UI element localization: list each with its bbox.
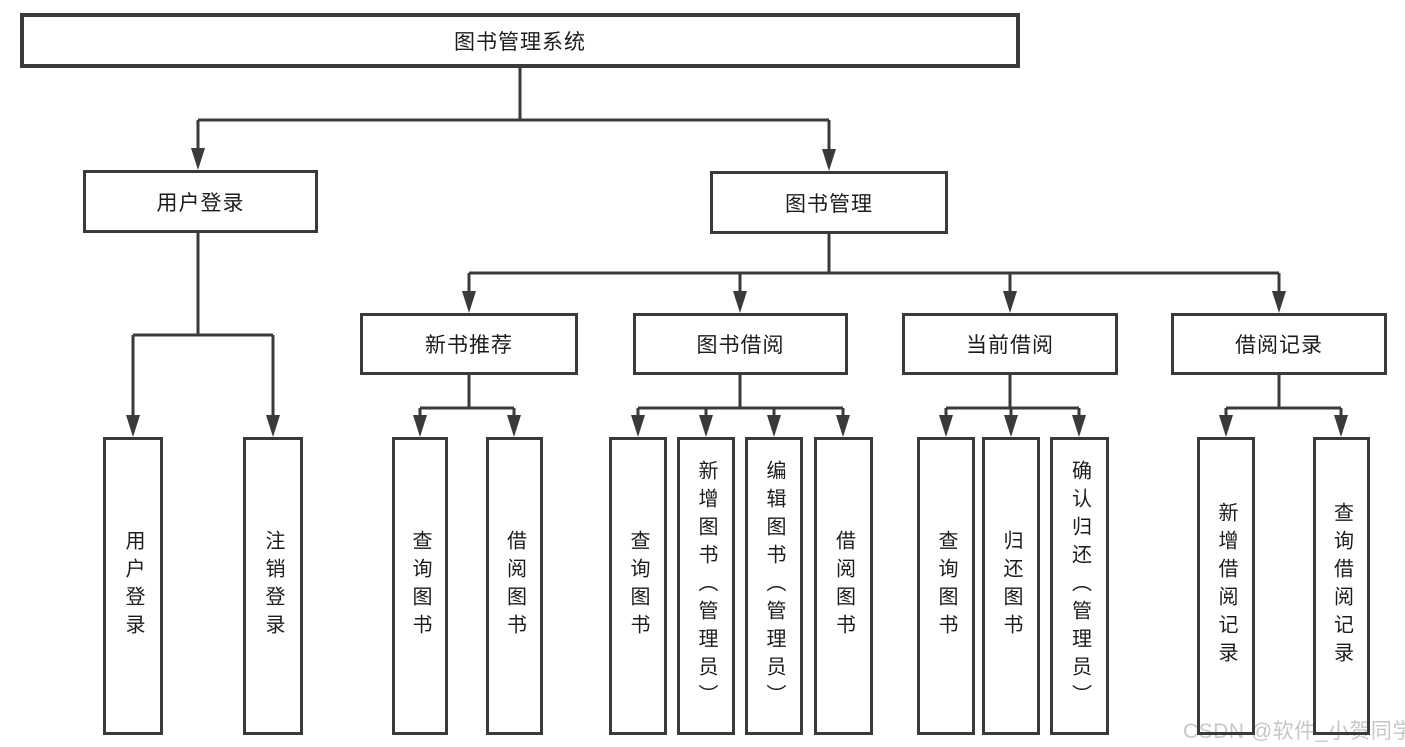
node-leaf-user-login: 用户登录 (103, 437, 163, 735)
arrowhead-down-icon (1003, 291, 1017, 313)
node-leaf-query-books-rec: 查询图书 (392, 437, 448, 735)
arrowhead-down-icon (266, 415, 280, 437)
node-leaf-edit-books-admin: 编辑图书（管理员） (745, 437, 803, 735)
leaf-label: 借阅图书 (832, 530, 855, 642)
node-leaf-query-borrow-record: 查询借阅记录 (1313, 437, 1370, 735)
arrowhead-down-icon (1004, 415, 1018, 437)
leaf-label: 用户登录 (122, 530, 144, 642)
node-book-management: 图书管理 (710, 171, 948, 234)
leaf-label: 注销登录 (262, 530, 284, 642)
arrowhead-down-icon (462, 291, 476, 313)
node-leaf-add-books-admin: 新增图书（管理员） (677, 437, 735, 735)
csdn-watermark: CSDN @软件_小贺同学 (1183, 720, 1405, 743)
leaf-label: 查询借阅记录 (1330, 502, 1353, 670)
arrowhead-down-icon (699, 415, 713, 437)
leaf-label: 查询图书 (935, 530, 957, 642)
arrowhead-down-icon (631, 415, 645, 437)
arrowhead-down-icon (939, 415, 953, 437)
leaf-label: 借阅图书 (503, 530, 526, 642)
leaf-label: 新增图书（管理员） (695, 460, 717, 712)
leaf-label: 编辑图书（管理员） (763, 460, 785, 712)
leaf-label: 归还图书 (1000, 530, 1022, 642)
arrowhead-down-icon (1334, 415, 1348, 437)
arrowhead-down-icon (507, 415, 521, 437)
arrowhead-down-icon (1072, 415, 1086, 437)
node-leaf-query-books-borrow: 查询图书 (609, 437, 667, 735)
node-leaf-confirm-return-admin: 确认归还（管理员） (1050, 437, 1109, 735)
node-borrowing-records: 借阅记录 (1171, 313, 1387, 375)
node-current-borrowing: 当前借阅 (902, 313, 1118, 375)
arrowhead-down-icon (1219, 415, 1233, 437)
node-leaf-return-books: 归还图书 (982, 437, 1040, 735)
arrowhead-down-icon (822, 149, 836, 171)
arrowhead-down-icon (126, 415, 140, 437)
arrowhead-down-icon (836, 415, 850, 437)
leaf-label: 确认归还（管理员） (1068, 460, 1091, 712)
node-user-login: 用户登录 (83, 170, 318, 233)
arrowhead-down-icon (733, 291, 747, 313)
node-new-book-recommendation: 新书推荐 (360, 313, 578, 375)
arrowhead-down-icon (191, 148, 205, 170)
arrowhead-down-icon (767, 415, 781, 437)
node-leaf-logout: 注销登录 (243, 437, 303, 735)
node-leaf-add-borrow-record: 新增借阅记录 (1197, 437, 1255, 735)
node-book-borrowing: 图书借阅 (633, 313, 848, 375)
node-leaf-borrow-books: 借阅图书 (814, 437, 873, 735)
arrowhead-down-icon (413, 415, 427, 437)
leaf-label: 新增借阅记录 (1215, 502, 1237, 670)
arrowhead-down-icon (1272, 291, 1286, 313)
node-leaf-query-books-current: 查询图书 (917, 437, 975, 735)
leaf-label: 查询图书 (627, 530, 649, 642)
leaf-label: 查询图书 (409, 530, 431, 642)
node-library-management-system: 图书管理系统 (20, 13, 1020, 68)
node-leaf-borrow-books-rec: 借阅图书 (486, 437, 543, 735)
